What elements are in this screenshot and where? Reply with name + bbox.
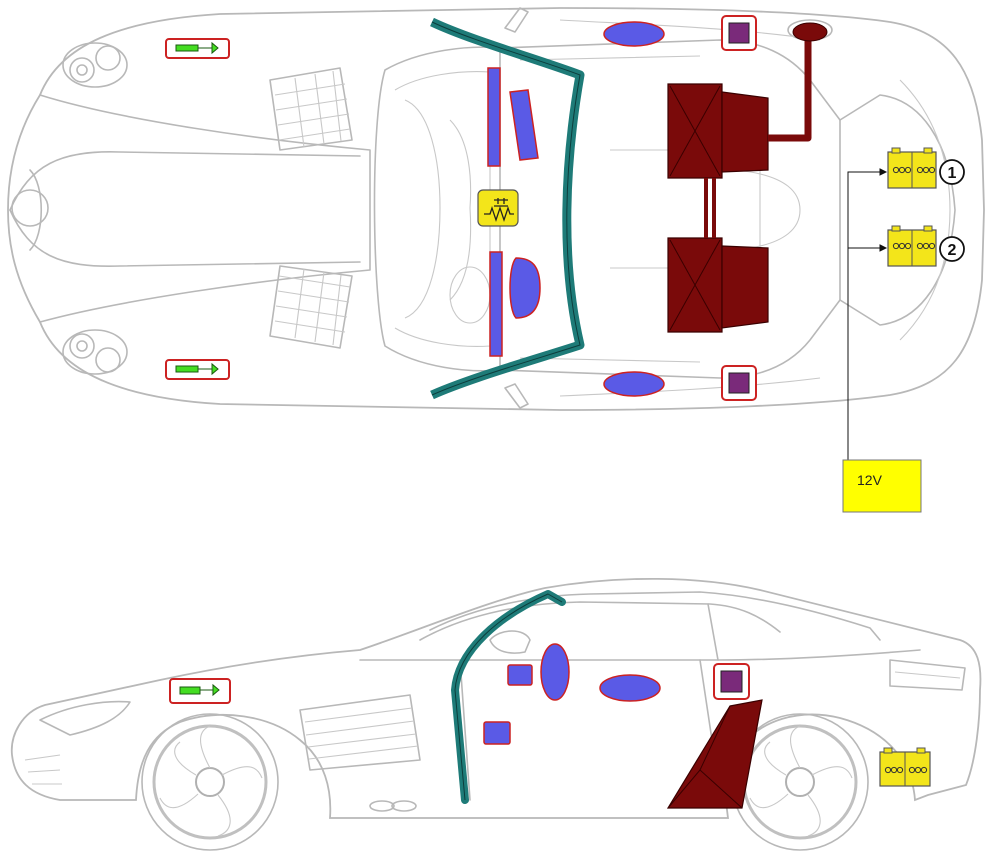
hood-vent-left	[269, 67, 353, 151]
side-view	[10, 577, 982, 851]
battery-2	[887, 225, 937, 267]
battery-1-number: 1	[948, 165, 957, 182]
battery-side-view	[879, 747, 931, 787]
lower-airbag-side-view	[483, 721, 511, 745]
knee-airbag-side-view	[507, 664, 533, 686]
side-airbag-side-view	[599, 674, 661, 702]
front-sensor-top-right	[165, 359, 230, 380]
side-sensor-top-left	[721, 15, 757, 51]
steering-airbag-side-view	[540, 643, 570, 701]
side-airbag-top-right	[603, 371, 665, 397]
seat-link	[704, 178, 716, 238]
spring-restraint-icon	[484, 198, 514, 223]
control-unit	[477, 189, 519, 227]
battery-icon	[892, 166, 936, 174]
battery-2-number: 2	[948, 242, 957, 259]
front-sensor-side-view	[169, 678, 231, 704]
side-mirror	[489, 630, 531, 654]
side-sensor-side-view	[713, 663, 750, 700]
battery-icon	[884, 766, 928, 774]
airbag-dashboard-right	[489, 251, 541, 357]
front-wheel	[141, 713, 279, 851]
battery-2-marker: 2	[939, 236, 965, 262]
seat-top-left	[667, 83, 769, 179]
seat-top-right	[667, 237, 769, 333]
headlight-left	[62, 42, 128, 88]
battery-1	[887, 147, 937, 189]
battery-icon	[892, 242, 936, 250]
airbag-dashboard-left	[487, 67, 539, 167]
hood-vent-right	[269, 265, 353, 349]
headlight-right	[62, 329, 128, 375]
side-exhaust	[369, 800, 417, 812]
belt-reservoir	[792, 22, 828, 42]
voltage-label-box: 12V	[842, 459, 922, 513]
side-vent	[299, 694, 421, 771]
front-sensor-top-left	[165, 38, 230, 59]
belt-tube	[768, 40, 812, 142]
side-sensor-top-right	[721, 365, 757, 401]
mirror-left	[504, 7, 529, 33]
voltage-label: 12V	[857, 472, 883, 488]
mirror-right	[504, 383, 529, 409]
seat-side-view	[666, 699, 763, 809]
battery-connector-lines	[847, 168, 888, 460]
side-view-body-outline	[10, 577, 982, 819]
battery-1-marker: 1	[939, 159, 965, 185]
side-airbag-top-left	[603, 21, 665, 47]
